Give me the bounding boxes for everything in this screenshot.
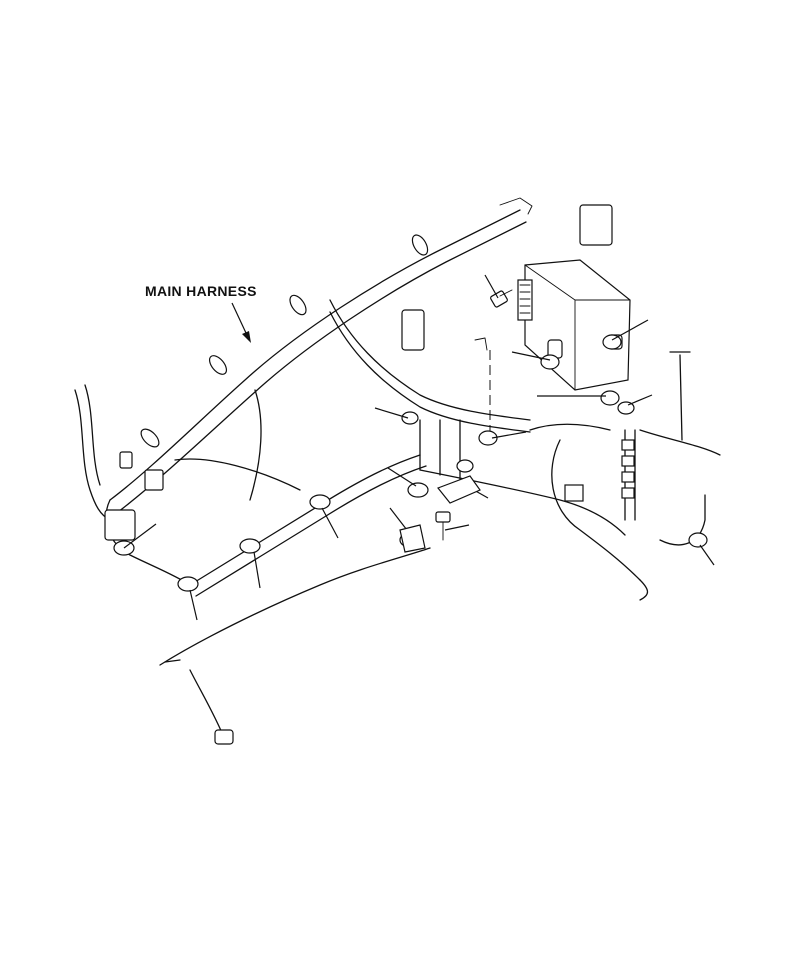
right-harness [419,351,721,601]
lower-harness-branch [74,384,431,745]
controller-unit [517,204,631,391]
bolt-part [435,289,513,541]
bracket-plates [399,475,481,553]
center-pipes [174,299,531,501]
leader-lines [123,274,715,621]
main-harness-trunk [109,197,533,513]
main-harness-label: MAIN HARNESS [145,283,257,299]
main-harness-arrow [231,302,251,343]
left-connector-block [104,309,425,541]
connector-stack [564,439,635,502]
